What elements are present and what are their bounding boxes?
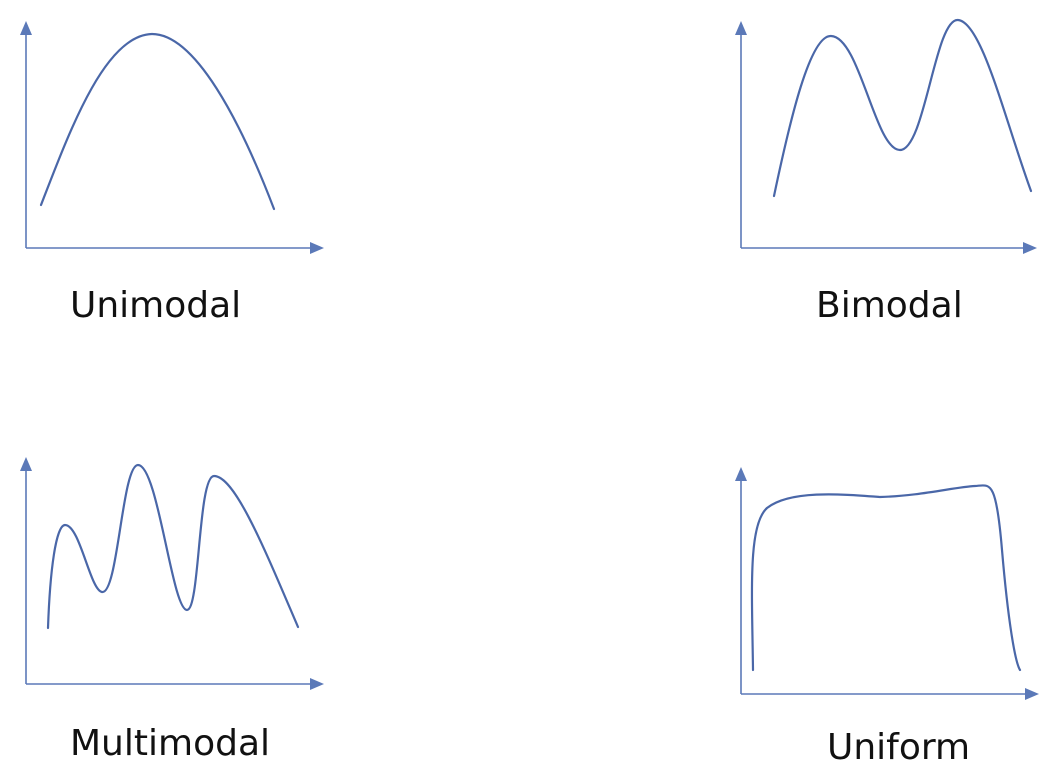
uniform-curve	[750, 484, 1022, 672]
unimodal-curve	[39, 32, 276, 211]
bimodal-axes	[735, 21, 1037, 254]
uniform-axes	[735, 467, 1039, 700]
multimodal-curve	[46, 463, 300, 630]
x-axis-arrowhead	[1023, 242, 1037, 254]
multimodal-plot	[20, 457, 324, 690]
panel-unimodal: Unimodal	[0, 0, 520, 390]
y-axis-arrowhead	[20, 21, 32, 35]
y-axis-arrowhead	[20, 457, 32, 471]
caption-uniform: Uniform	[827, 727, 971, 768]
panel-multimodal: Multimodal	[0, 390, 520, 782]
multimodal-axes	[20, 457, 324, 690]
caption-multimodal: Multimodal	[70, 723, 271, 764]
uniform-plot	[735, 467, 1039, 700]
bimodal-plot	[735, 18, 1037, 254]
bimodal-curve	[772, 18, 1033, 198]
x-axis-arrowhead	[310, 678, 324, 690]
caption-bimodal: Bimodal	[816, 285, 963, 326]
y-axis-arrowhead	[735, 21, 747, 35]
unimodal-axes	[20, 21, 324, 254]
caption-unimodal: Unimodal	[70, 285, 242, 326]
x-axis-arrowhead	[310, 242, 324, 254]
unimodal-plot	[20, 21, 324, 254]
panel-bimodal: Bimodal	[520, 0, 1059, 390]
x-axis-arrowhead	[1025, 688, 1039, 700]
panel-uniform: Uniform	[520, 390, 1059, 782]
y-axis-arrowhead	[735, 467, 747, 481]
